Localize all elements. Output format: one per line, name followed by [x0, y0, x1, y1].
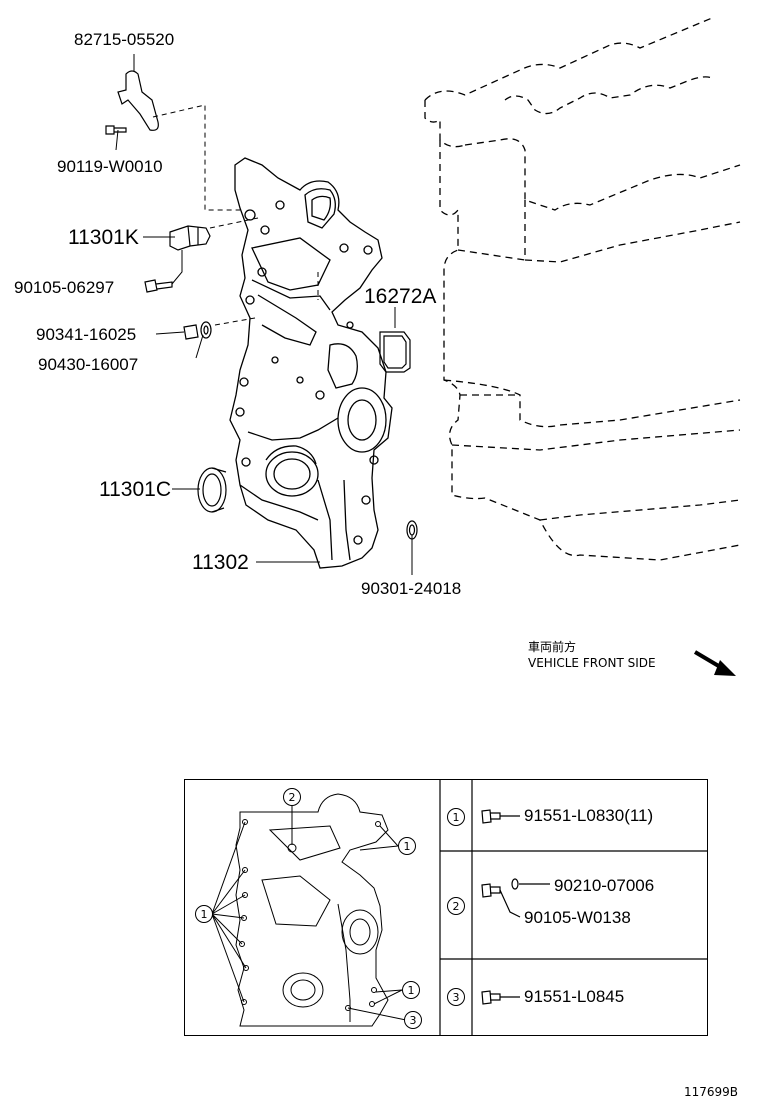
direction-label-jp: 車両前方: [528, 640, 577, 654]
part-label-82715: 82715-05520: [74, 30, 175, 49]
legend-row-1-number: 1: [447, 808, 465, 826]
fastener-legend: [184, 779, 708, 1036]
diagram-id: 117699B: [684, 1085, 739, 1099]
part-label-16272a: 16272A: [364, 285, 437, 308]
direction-arrow-icon: [714, 660, 736, 676]
part-label-11302: 11302: [192, 551, 249, 574]
timing-cover: [229, 157, 393, 569]
part-label-90341: 90341-16025: [36, 325, 137, 344]
callout-1-right: 1: [398, 837, 416, 855]
legend-row-2-part-b: 90105-W0138: [524, 908, 631, 927]
gasket-16272a: [379, 331, 411, 373]
engine-block-outline: [424, 17, 741, 561]
direction-label-en: VEHICLE FRONT SIDE: [528, 656, 656, 670]
part-label-11301k: 11301K: [68, 226, 139, 249]
callout-3: 3: [404, 1011, 422, 1029]
legend-cover-drawing: [211, 793, 407, 1027]
sensor-bracket: [117, 70, 159, 131]
callout-1-left: 1: [195, 905, 213, 923]
callout-2: 2: [283, 788, 301, 806]
part-label-90119: 90119-W0010: [57, 157, 163, 176]
part-label-90430: 90430-16007: [38, 355, 139, 374]
legend-row-1-part: 91551-L0830(11): [524, 806, 654, 825]
part-label-11301c: 11301C: [99, 478, 172, 501]
cam-sensor: [169, 225, 211, 251]
legend-row-2-part-a: 90210-07006: [554, 876, 655, 895]
legend-row-2-number: 2: [447, 897, 465, 915]
callout-1-bottom: 1: [402, 981, 420, 999]
part-label-90301: 90301-24018: [361, 579, 462, 598]
part-label-90105: 90105-06297: [14, 278, 115, 297]
legend-row-3-part: 91551-L0845: [524, 987, 625, 1006]
legend-row-3-number: 3: [447, 988, 465, 1006]
